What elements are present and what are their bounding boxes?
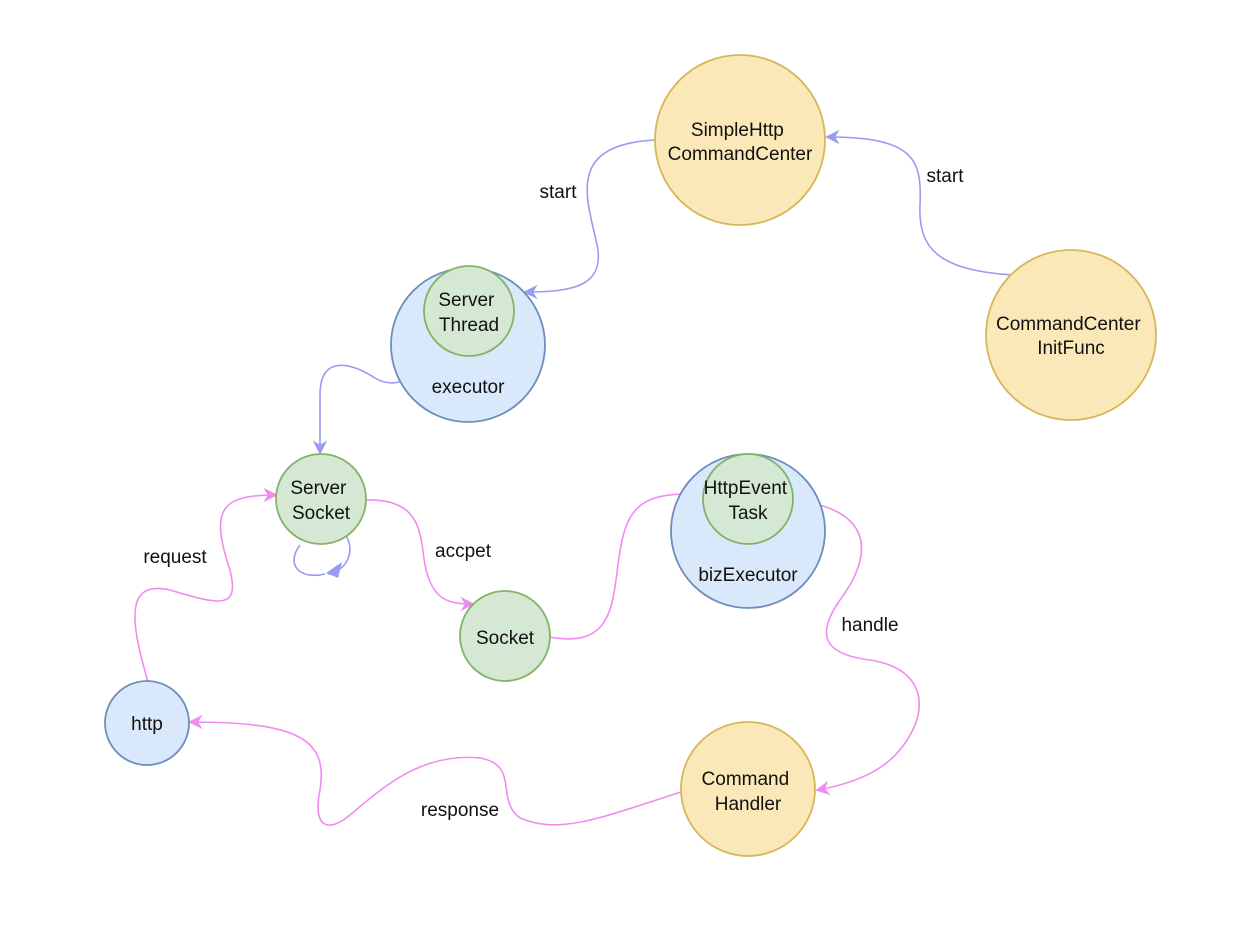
node-http-label: http bbox=[131, 714, 163, 735]
edge-accept bbox=[365, 499, 475, 612]
edge-response bbox=[188, 714, 682, 826]
loop-arrowhead bbox=[326, 562, 342, 578]
node-biz-executor-label: bizExecutor bbox=[698, 565, 798, 586]
node-http-event-task: HttpEvent Task bbox=[702, 453, 794, 545]
edge-label-start-right: start bbox=[927, 166, 965, 187]
edge-request bbox=[134, 487, 278, 683]
node-command-center-init-func-line2: InitFunc bbox=[1037, 338, 1105, 359]
node-command-handler-line1: Command bbox=[702, 769, 790, 790]
node-simple-http-command-center-line2: CommandCenter bbox=[668, 144, 813, 165]
edge-handle bbox=[792, 499, 921, 795]
node-socket: Socket bbox=[459, 590, 551, 682]
node-http-event-task-line2: Task bbox=[728, 503, 768, 524]
svg-text:Server Thread: Server Thread bbox=[438, 290, 499, 336]
node-server-socket-line2: Socket bbox=[292, 503, 351, 524]
node-command-center-init-func-line1: CommandCenter bbox=[996, 314, 1141, 335]
edge-socket-to-task bbox=[548, 486, 706, 640]
edge-label-request: request bbox=[143, 547, 207, 568]
node-server-socket: Server Socket bbox=[275, 453, 367, 545]
node-server-thread: Server Thread bbox=[423, 265, 515, 357]
node-server-thread-line2: Thread bbox=[439, 315, 499, 336]
edge-label-handle: handle bbox=[841, 615, 898, 636]
node-server-socket-line1: Server bbox=[290, 478, 347, 499]
node-executor-label: executor bbox=[432, 377, 506, 398]
svg-text:CommandCenter InitFunc: CommandCenter InitFunc bbox=[996, 314, 1146, 359]
node-http: http bbox=[104, 680, 190, 766]
svg-text:Server Socket: Server Socket bbox=[290, 478, 351, 524]
edge-start-to-server-thread bbox=[523, 139, 656, 300]
node-command-handler: Command Handler bbox=[680, 721, 816, 857]
node-socket-label: Socket bbox=[476, 628, 535, 649]
edge-label-accept: accpet bbox=[435, 541, 492, 562]
node-server-thread-line1: Server bbox=[438, 290, 495, 311]
node-command-handler-line2: Handler bbox=[715, 794, 782, 815]
svg-text:Command Handler: Command Handler bbox=[702, 769, 795, 815]
edge-label-response: response bbox=[421, 800, 499, 821]
node-command-center-init-func: CommandCenter InitFunc bbox=[985, 249, 1157, 421]
node-http-event-task-line1: HttpEvent bbox=[704, 478, 788, 499]
svg-text:SimpleHttp CommandCenter: SimpleHttp CommandCenter bbox=[668, 120, 813, 165]
node-simple-http-command-center: SimpleHttp CommandCenter bbox=[654, 54, 826, 226]
edge-label-start-left: start bbox=[540, 182, 578, 203]
node-simple-http-command-center-line1: SimpleHttp bbox=[691, 120, 784, 141]
edge-start-from-init-func bbox=[825, 129, 1013, 276]
svg-text:HttpEvent Task: HttpEvent Task bbox=[704, 478, 793, 524]
